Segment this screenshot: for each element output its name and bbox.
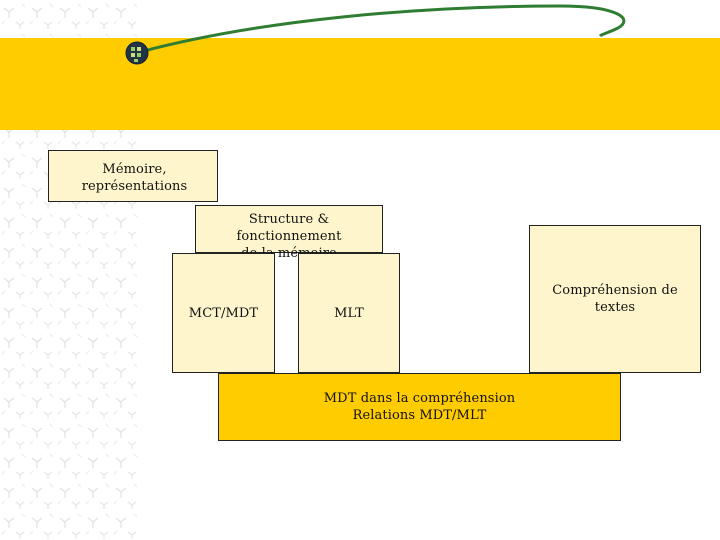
node-mdt: MDT dans la compréhension Relations MDT/… xyxy=(218,373,621,441)
node-memoire: Mémoire, représentations xyxy=(48,150,218,202)
node-memoire-label: Mémoire, représentations xyxy=(81,162,188,194)
node-mct-label: MCT/MDT xyxy=(188,305,259,321)
green-swoosh-line xyxy=(125,4,626,65)
node-mlt-label: MLT xyxy=(334,305,364,321)
node-mlt: MLT xyxy=(298,253,400,373)
node-mct: MCT/MDT xyxy=(172,253,275,373)
node-structure: Structure & fonctionnement de la mémoire xyxy=(195,205,383,261)
node-comprehension-label: Compréhension de textes xyxy=(552,283,678,315)
node-mdt-label: MDT dans la compréhension Relations MDT/… xyxy=(323,391,516,423)
header-band xyxy=(0,38,720,130)
node-comprehension: Compréhension de textes xyxy=(529,225,701,373)
globe-icon xyxy=(125,41,149,65)
